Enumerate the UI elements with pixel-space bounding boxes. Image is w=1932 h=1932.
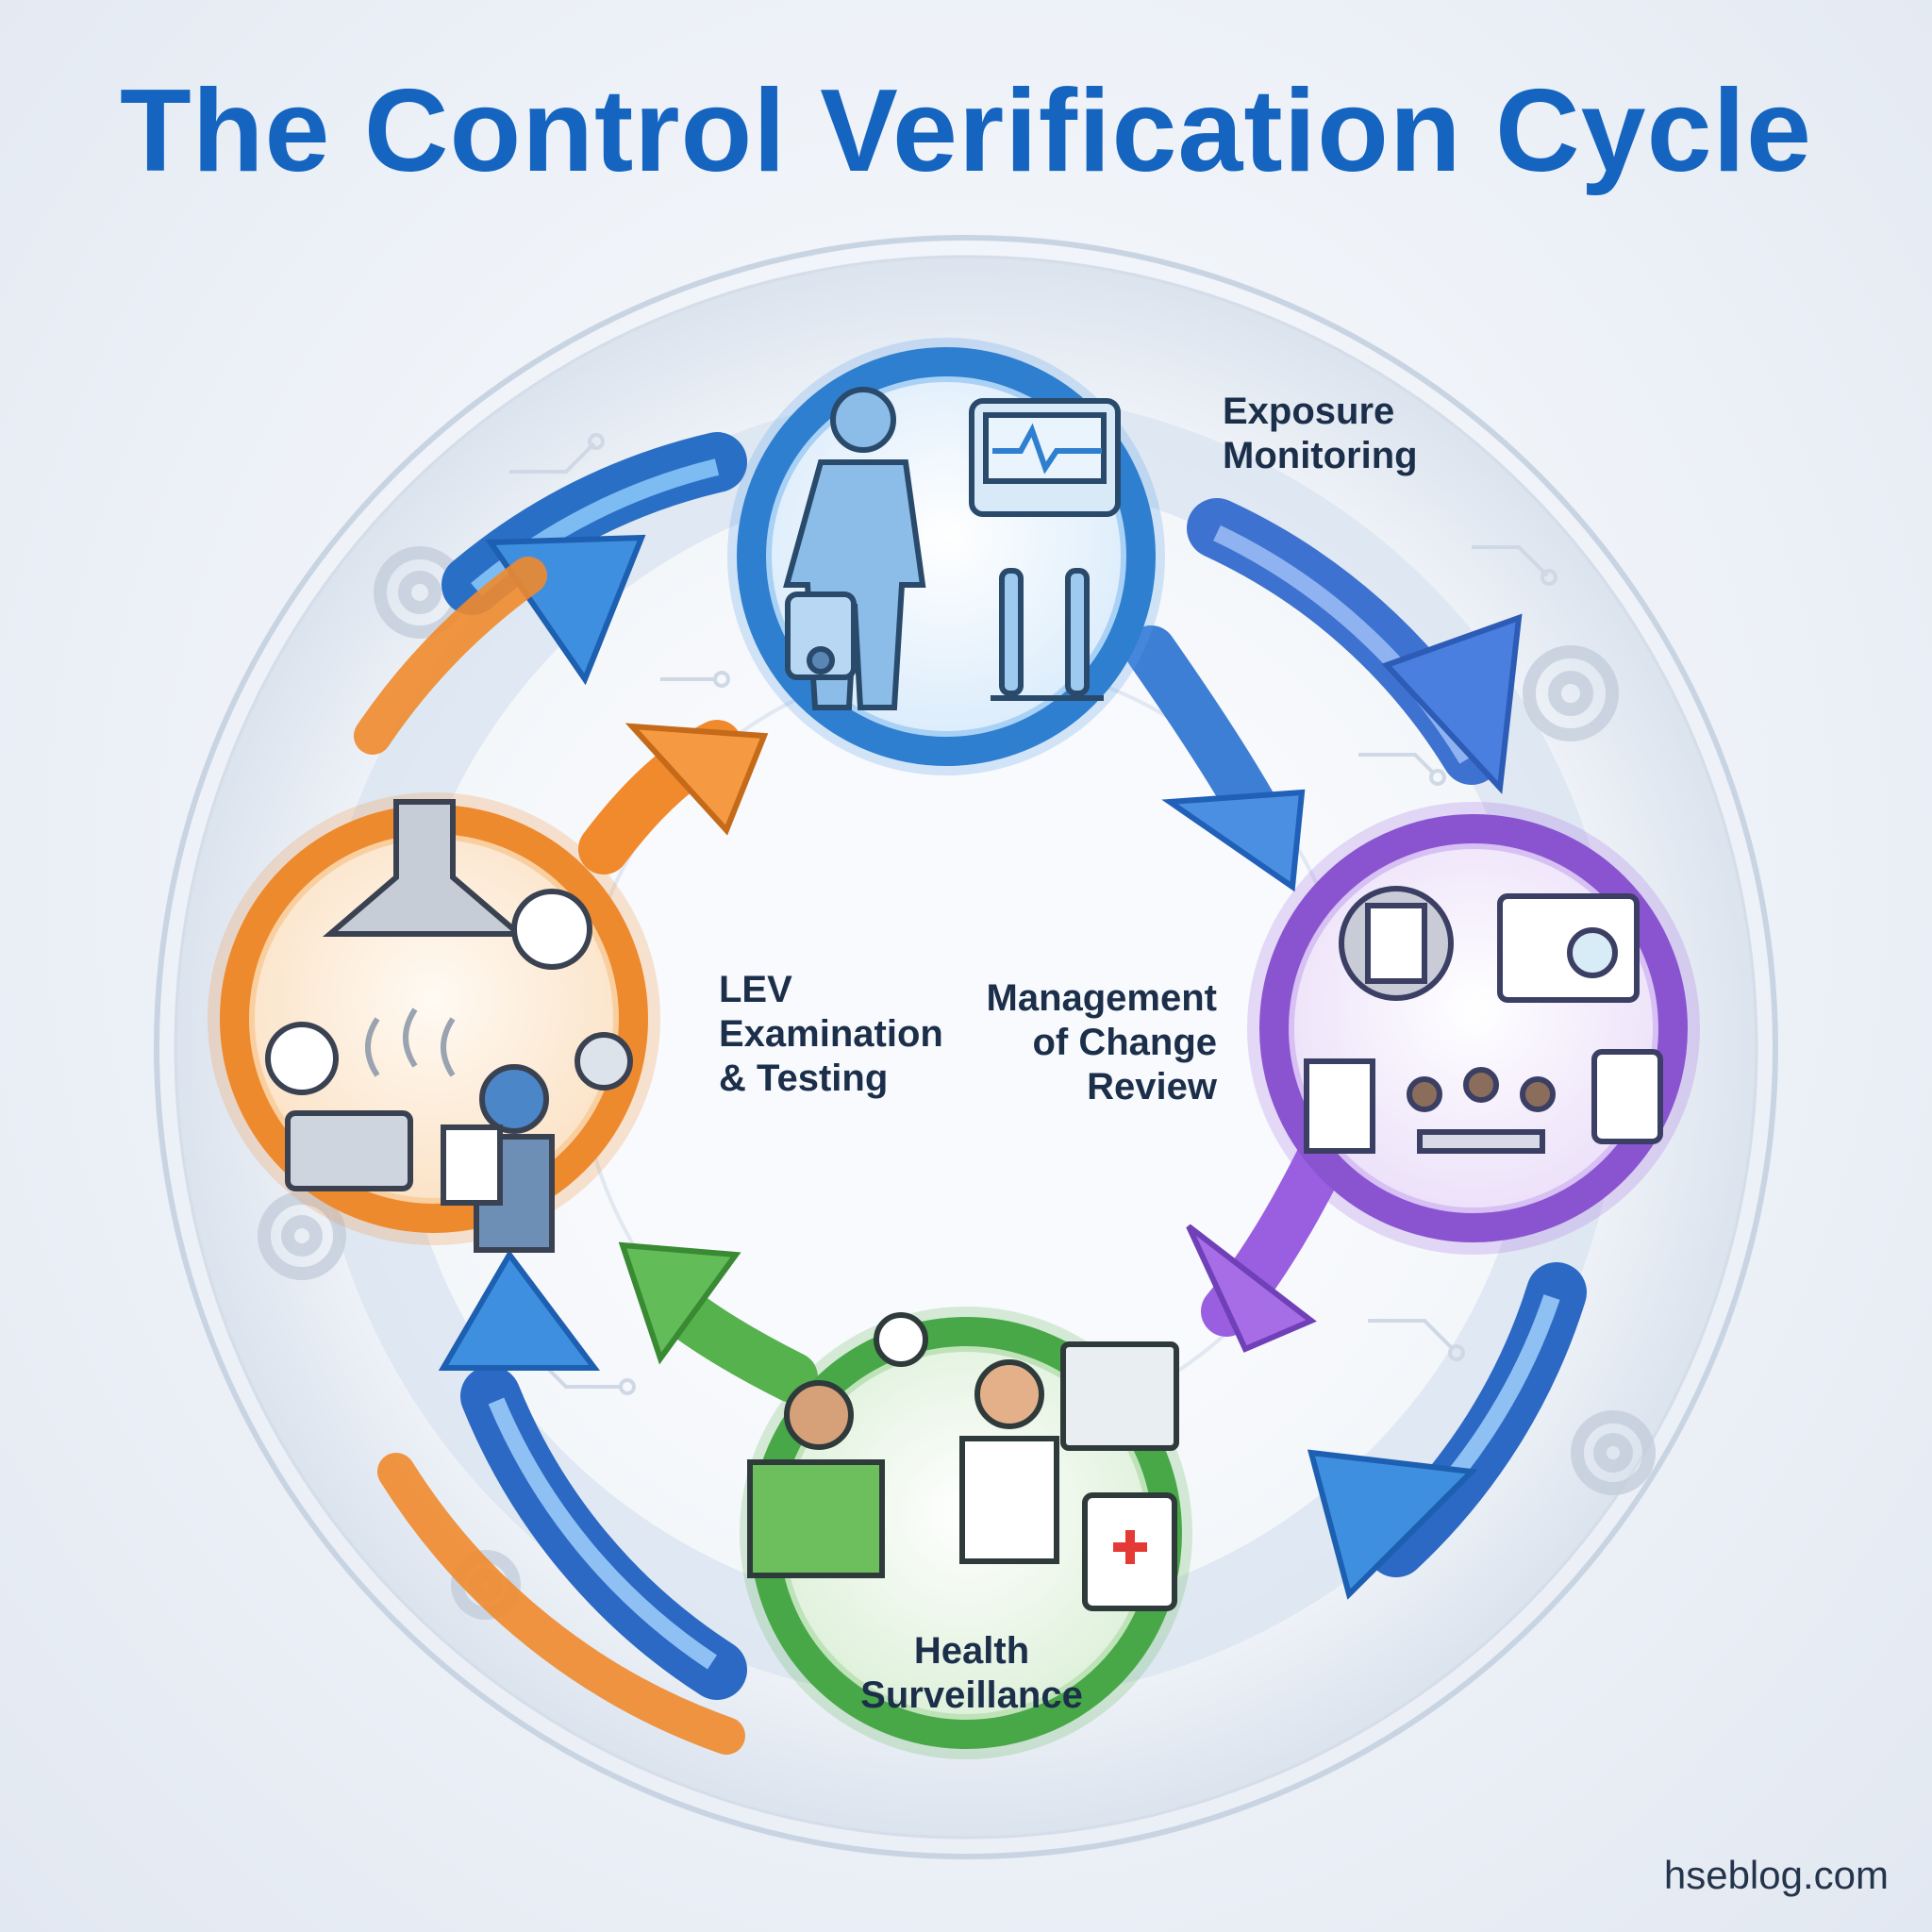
watermark: hseblog.com bbox=[1663, 1853, 1889, 1897]
label-management-of-change: Management of Change Review bbox=[986, 977, 1218, 1108]
label-lev-examination: LEV Examination & Testing bbox=[719, 969, 943, 1099]
stage-lev-examination bbox=[208, 792, 660, 1253]
extraction-hood-inspector-icon bbox=[265, 799, 633, 1253]
circuit-lines bbox=[509, 433, 1557, 1395]
stage-health-surveillance bbox=[740, 1307, 1192, 1759]
label-exposure-monitoring: Exposure Monitoring bbox=[1223, 391, 1418, 476]
outer-arrow-top bbox=[441, 432, 1523, 794]
diagram-title: The Control Verification Cycle bbox=[120, 66, 1812, 196]
outer-arrow-left bbox=[354, 557, 747, 1755]
outer-ring bbox=[154, 235, 1778, 1859]
change-review-meeting-icon bbox=[1304, 886, 1663, 1154]
doctor-patient-blood-pressure-icon bbox=[747, 1312, 1179, 1611]
stage-management-of-change bbox=[1247, 802, 1700, 1255]
arrow-lev-to-exposure bbox=[578, 720, 769, 874]
arrow-health-to-lev bbox=[618, 1241, 818, 1403]
stage-exposure-monitoring bbox=[727, 338, 1165, 775]
arrow-exposure-to-moc bbox=[1125, 625, 1306, 892]
arrow-moc-to-health bbox=[1186, 1135, 1346, 1353]
worker-with-air-sampler-icon bbox=[783, 387, 1121, 710]
outer-arrow-right bbox=[1307, 1262, 1587, 1600]
label-health-surveillance: Health Surveillance bbox=[860, 1630, 1083, 1716]
